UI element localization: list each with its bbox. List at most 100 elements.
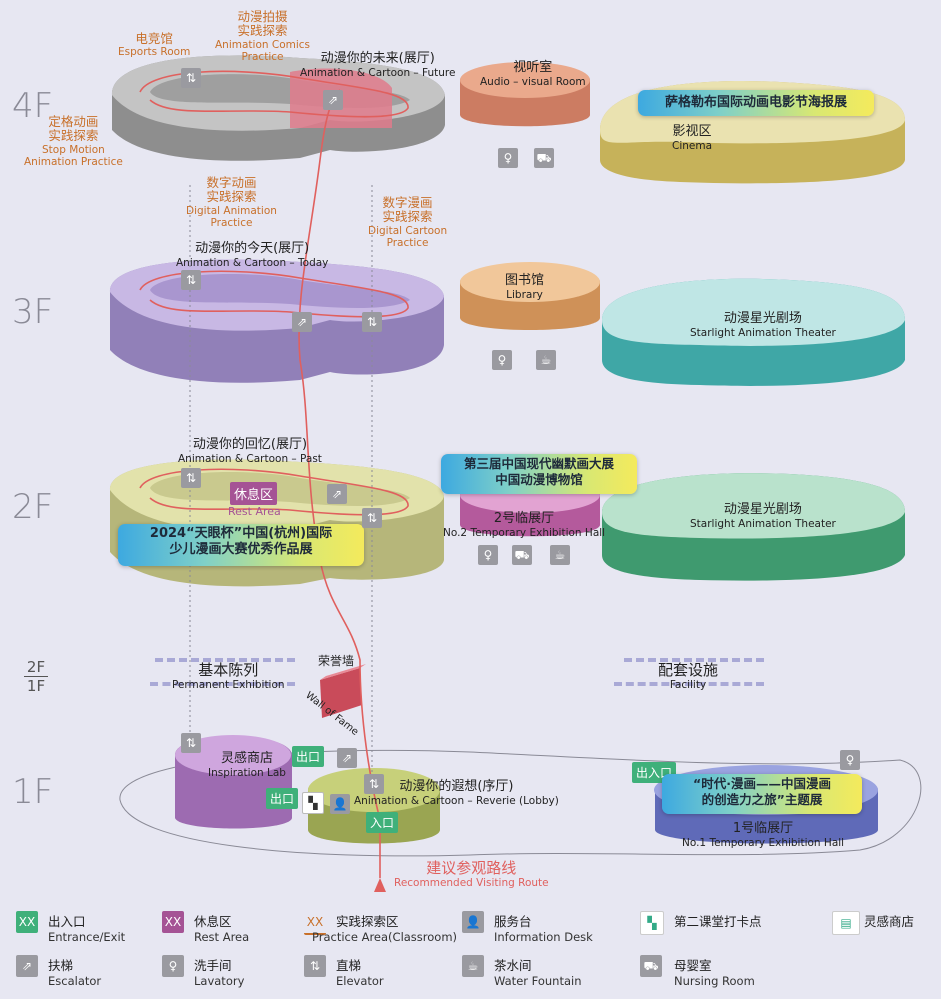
floor-label-3f: 3F — [12, 292, 54, 332]
f1-shop-shape — [175, 735, 292, 829]
visiting-route — [139, 70, 409, 878]
elevator-icon[interactable]: ⇅ — [364, 774, 384, 794]
elevator-icon[interactable]: ⇅ — [181, 468, 201, 488]
elevator-icon[interactable]: ⇅ — [181, 270, 201, 290]
legend-elevator-icon: ⇅ — [304, 955, 326, 977]
legend-lavatory-icon: ♀ — [162, 955, 184, 977]
f1-floor-outline — [119, 749, 922, 857]
route-label: 建议参观路线 Recommended Visiting Route — [394, 859, 549, 890]
floor-label-4f: 4F — [12, 86, 54, 126]
reverie-lobby-label[interactable]: 动漫你的遐想(序厅)Animation & Cartoon – Reverie … — [354, 779, 559, 807]
rest-area-tag[interactable]: 休息区 — [230, 482, 278, 505]
wall-of-fame-shape — [320, 664, 366, 718]
past-hall-label[interactable]: 动漫你的回忆(展厅)Animation & Cartoon – Past — [178, 437, 322, 465]
floor-label-1f: 1F — [12, 772, 54, 812]
legend-water-icon: ☕ — [462, 955, 484, 977]
exit-tag-lower[interactable]: 出口 — [266, 788, 299, 809]
legend-rest-icon: XX — [162, 911, 184, 933]
elevator-icon[interactable]: ⇅ — [362, 508, 382, 528]
water-fountain-icon[interactable]: ☕ — [550, 545, 570, 565]
lavatory-icon[interactable]: ♀ — [840, 750, 860, 770]
future-hall-label[interactable]: 动漫你的未来(展厅)Animation & Cartoon – Future — [300, 51, 456, 79]
lavatory-icon[interactable]: ♀ — [478, 545, 498, 565]
facility-divider-bottom — [614, 682, 764, 686]
escalator-icon[interactable]: ⇗ — [327, 484, 347, 504]
f2-main-hall-shape — [109, 459, 444, 587]
comics-banner-line1: “时代·漫画——中国漫画 — [693, 776, 831, 791]
rest-area-en-label: Rest Area — [228, 505, 281, 518]
humor-banner-line2: 中国动漫博物馆 — [495, 471, 583, 487]
comics-banner-line2: 的创造力之旅”主题展 — [701, 791, 823, 807]
floor-label-2f-small: 2F — [24, 658, 48, 677]
legend-checkin-icon: ▚ — [640, 911, 664, 935]
elevator-icon[interactable]: ⇅ — [181, 733, 201, 753]
humor-painting-banner[interactable]: 第三届中国现代幽默画大展 中国动漫博物馆 — [441, 454, 637, 494]
information-desk-icon[interactable]: 👤 — [330, 794, 350, 814]
f2-theater-shape — [602, 473, 905, 581]
legend-checkin: 第二课堂打卡点 — [674, 914, 762, 929]
library-shape — [460, 262, 600, 330]
permanent-divider-top — [155, 658, 295, 662]
entrance-tag[interactable]: 入口 — [366, 812, 399, 833]
audio-room-shape — [460, 62, 590, 127]
legend-escalator-icon: ⇗ — [16, 955, 38, 977]
lavatory-icon[interactable]: ♀ — [498, 148, 518, 168]
f3-theater-shape — [602, 278, 905, 386]
facility-divider-top — [624, 658, 764, 662]
legend-info-desk-icon: 👤 — [462, 911, 484, 933]
water-fountain-icon[interactable]: ☕ — [536, 350, 556, 370]
legend-shop: 灵感商店 — [864, 914, 915, 929]
tianyan-banner-line1: 2024“天眼杯”中国(杭州)国际 — [149, 526, 333, 541]
tianyan-cup-banner[interactable]: 2024“天眼杯”中国(杭州)国际 少儿漫画大赛优秀作品展 — [118, 524, 364, 566]
elevator-icon[interactable]: ⇅ — [362, 312, 382, 332]
legend-entrance-icon: XX — [16, 911, 38, 933]
floor-divider-label: 2F 1F — [24, 658, 48, 695]
chinese-comics-banner[interactable]: “时代·漫画——中国漫画 的创造力之旅”主题展 — [662, 774, 862, 814]
escalator-icon[interactable]: ⇗ — [337, 748, 357, 768]
legend-nursing-icon: ⛟ — [640, 955, 662, 977]
route-start-arrow — [374, 878, 386, 892]
humor-banner-line1: 第三届中国现代幽默画大展 — [463, 456, 614, 471]
escalator-icon[interactable]: ⇗ — [292, 312, 312, 332]
exit-tag-upper[interactable]: 出口 — [292, 746, 325, 767]
lavatory-icon[interactable]: ♀ — [492, 350, 512, 370]
escalator-icon[interactable]: ⇗ — [323, 90, 343, 110]
zagreb-poster-banner[interactable]: 萨格勒布国际动画电影节海报展 — [638, 90, 874, 116]
tianyan-banner-line2: 少儿漫画大赛优秀作品展 — [169, 542, 313, 558]
nursing-room-icon[interactable]: ⛟ — [534, 148, 554, 168]
legend-practice-icon: XX — [304, 911, 326, 935]
nursing-room-icon[interactable]: ⛟ — [512, 545, 532, 565]
today-hall-label[interactable]: 动漫你的今天(展厅)Animation & Cartoon – Today — [176, 241, 329, 269]
floor-label-1f-small: 1F — [26, 677, 46, 695]
elevator-icon[interactable]: ⇅ — [181, 68, 201, 88]
checkin-point-icon[interactable]: ▚ — [302, 792, 324, 814]
floor-label-2f: 2F — [12, 487, 54, 527]
wall-of-fame-cn-label: 荣誉墙 — [318, 654, 355, 668]
permanent-divider-bottom — [150, 682, 295, 686]
